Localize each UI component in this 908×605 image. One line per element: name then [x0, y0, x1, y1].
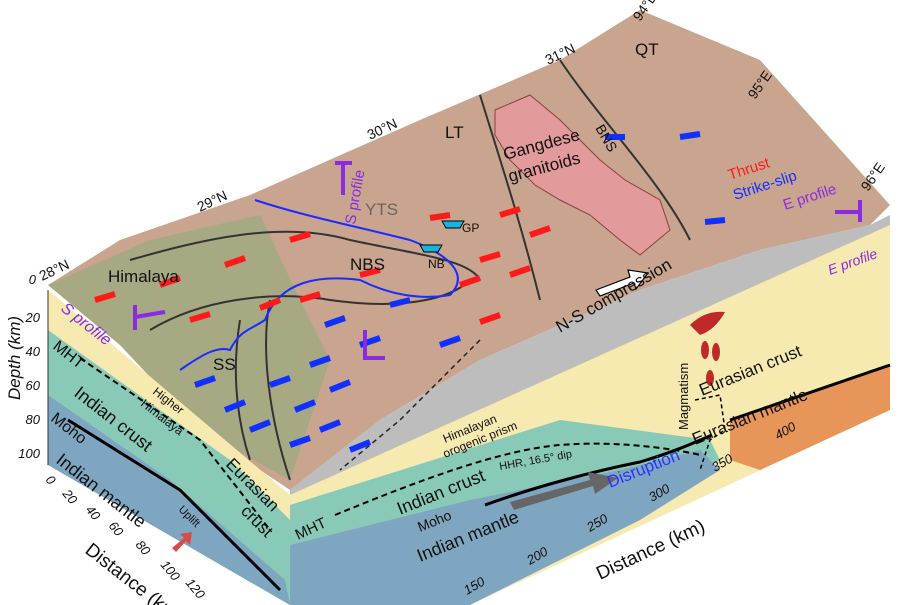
label-ns-compression: N-S compression	[553, 255, 675, 337]
distance-tick: 400	[772, 418, 799, 442]
depth-tick: 40	[26, 344, 41, 359]
distance-tick: 60	[106, 518, 127, 539]
depth-tick: 0	[29, 272, 37, 287]
label-nbs: NBS	[350, 255, 385, 274]
left-label-indian-crust: Indian crust	[71, 382, 157, 455]
thrust-markers	[94, 206, 551, 325]
front-label-moho: Moho	[415, 507, 454, 535]
lon-96: 96°E	[857, 160, 888, 194]
left-label-moho: Moho	[48, 410, 90, 448]
front-distance-title: Distance (km)	[593, 516, 708, 585]
left-label-uplift: Uplift	[176, 504, 202, 530]
strike-slip-markers	[194, 131, 726, 453]
distance-tick: 150	[461, 573, 488, 597]
front-label-mht: MHT	[293, 514, 330, 543]
lat-29: 29°N	[195, 187, 230, 215]
profile-markers	[133, 161, 862, 360]
label-yts: YTS	[365, 200, 398, 219]
left-face-indian-mantle	[48, 395, 290, 605]
disruption-zone	[694, 394, 726, 471]
label-bns: BNS	[592, 122, 620, 155]
station-gp	[441, 220, 465, 229]
left-moho-line	[67, 418, 282, 592]
front-moho-line	[484, 433, 713, 507]
label-lt: LT	[445, 123, 464, 142]
front-label-magmatism: Magmatism	[676, 363, 691, 430]
station-nb	[419, 244, 443, 253]
depth-axis-title: Depth (km)	[5, 316, 24, 400]
lon-95: 95°E	[744, 68, 775, 102]
distance-tick: 80	[133, 537, 154, 558]
front-face-eurasian-mantle	[730, 365, 890, 470]
eurasian-moho-line	[729, 363, 891, 422]
distance-tick: 40	[83, 502, 104, 523]
himalaya-green-terrain	[48, 215, 330, 480]
dashed-fault	[339, 339, 481, 471]
lat-28: 28°N	[37, 256, 72, 284]
front-label-hhr: HHR, 16.5° dip	[498, 448, 572, 473]
depth-tick: 60	[26, 378, 41, 393]
distance-tick: 200	[523, 543, 551, 568]
depth-tick: 20	[25, 310, 41, 325]
left-label-mht: MHT	[50, 338, 88, 373]
label-e-profile: E profile	[826, 245, 880, 278]
label-nb: NB	[428, 257, 445, 271]
front-face-indian-mantle	[290, 450, 720, 605]
front-label-disruption: Disruption	[604, 445, 682, 491]
lat-30: 30°N	[365, 115, 400, 143]
depth-tick: 80	[26, 412, 41, 427]
label-qt: QT	[635, 40, 659, 59]
uplift-arrow	[172, 532, 192, 552]
label-ss: SS	[213, 355, 236, 374]
depth-tick: 100	[18, 446, 40, 461]
yarlung-river	[179, 199, 459, 371]
magmatism-drops	[690, 311, 725, 386]
distance-tick: 100	[158, 557, 184, 584]
label-himalaya: Himalaya	[108, 267, 179, 286]
left-mht-line	[79, 357, 271, 531]
gangdese-granitoids	[494, 94, 671, 256]
depth-ticks: 0 20 40 60 80 100	[18, 272, 40, 461]
distance-tick: 350	[709, 450, 736, 474]
plate-motion-arrow	[510, 472, 618, 510]
front-mht-line	[334, 442, 701, 516]
lat-31: 31°N	[543, 40, 578, 68]
distance-tick: 20	[59, 486, 81, 508]
distance-tick: 300	[646, 480, 673, 504]
compression-arrow	[595, 269, 650, 297]
distance-tick: 250	[583, 510, 611, 535]
label-gp: GP	[462, 221, 479, 235]
distance-tick: 0	[43, 472, 60, 488]
distance-tick: 120	[183, 575, 209, 602]
lon-94: 94°E	[629, 0, 660, 24]
